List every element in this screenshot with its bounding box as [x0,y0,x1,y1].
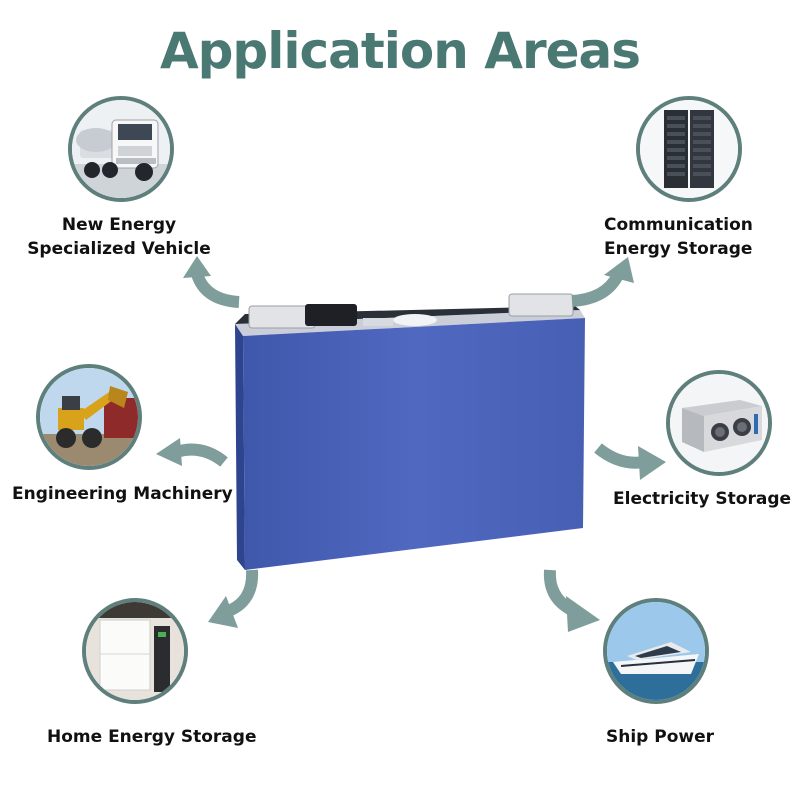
ship-image-circle [603,598,709,704]
arrow-to-home-storage-icon [208,569,259,628]
label-communication-storage: Communication Energy Storage [604,213,753,261]
arrow-to-vehicle-icon [183,256,240,308]
label-line: New Energy [61,215,177,235]
label-line: Engineering Machinery [12,484,233,504]
server-rack-icon [640,100,738,198]
arrow-to-ship-icon [543,569,600,632]
label-line: Communication [604,215,753,235]
label-line: Energy Storage [604,239,753,259]
label-home-storage: Home Energy Storage [47,725,256,749]
arrow-to-electricity-icon [594,443,666,480]
home-battery-icon [86,602,184,700]
communication-image-circle [636,96,742,202]
label-new-energy-vehicle: New Energy Specialized Vehicle [20,213,218,261]
truck-icon [72,100,170,198]
vehicle-image-circle [68,96,174,202]
label-line: Specialized Vehicle [27,239,211,259]
label-line: Electricity Storage [613,489,792,509]
label-ship-power: Ship Power [606,725,714,749]
power-cabinet-icon [670,374,768,472]
label-engineering-machinery: Engineering Machinery [12,482,233,506]
yacht-icon [607,602,705,700]
arrow-to-machinery-icon [156,438,228,467]
battery-cell-image [235,293,585,570]
electricity-image-circle [666,370,772,476]
label-electricity-storage: Electricity Storage [613,487,791,511]
label-line: Home Energy Storage [47,727,257,747]
label-line: Ship Power [606,727,715,747]
home-storage-image-circle [82,598,188,704]
wheel-loader-icon [40,368,138,466]
page-title: Application Areas [159,22,641,80]
arrow-to-communication-icon [571,257,634,307]
machinery-image-circle [36,364,142,470]
